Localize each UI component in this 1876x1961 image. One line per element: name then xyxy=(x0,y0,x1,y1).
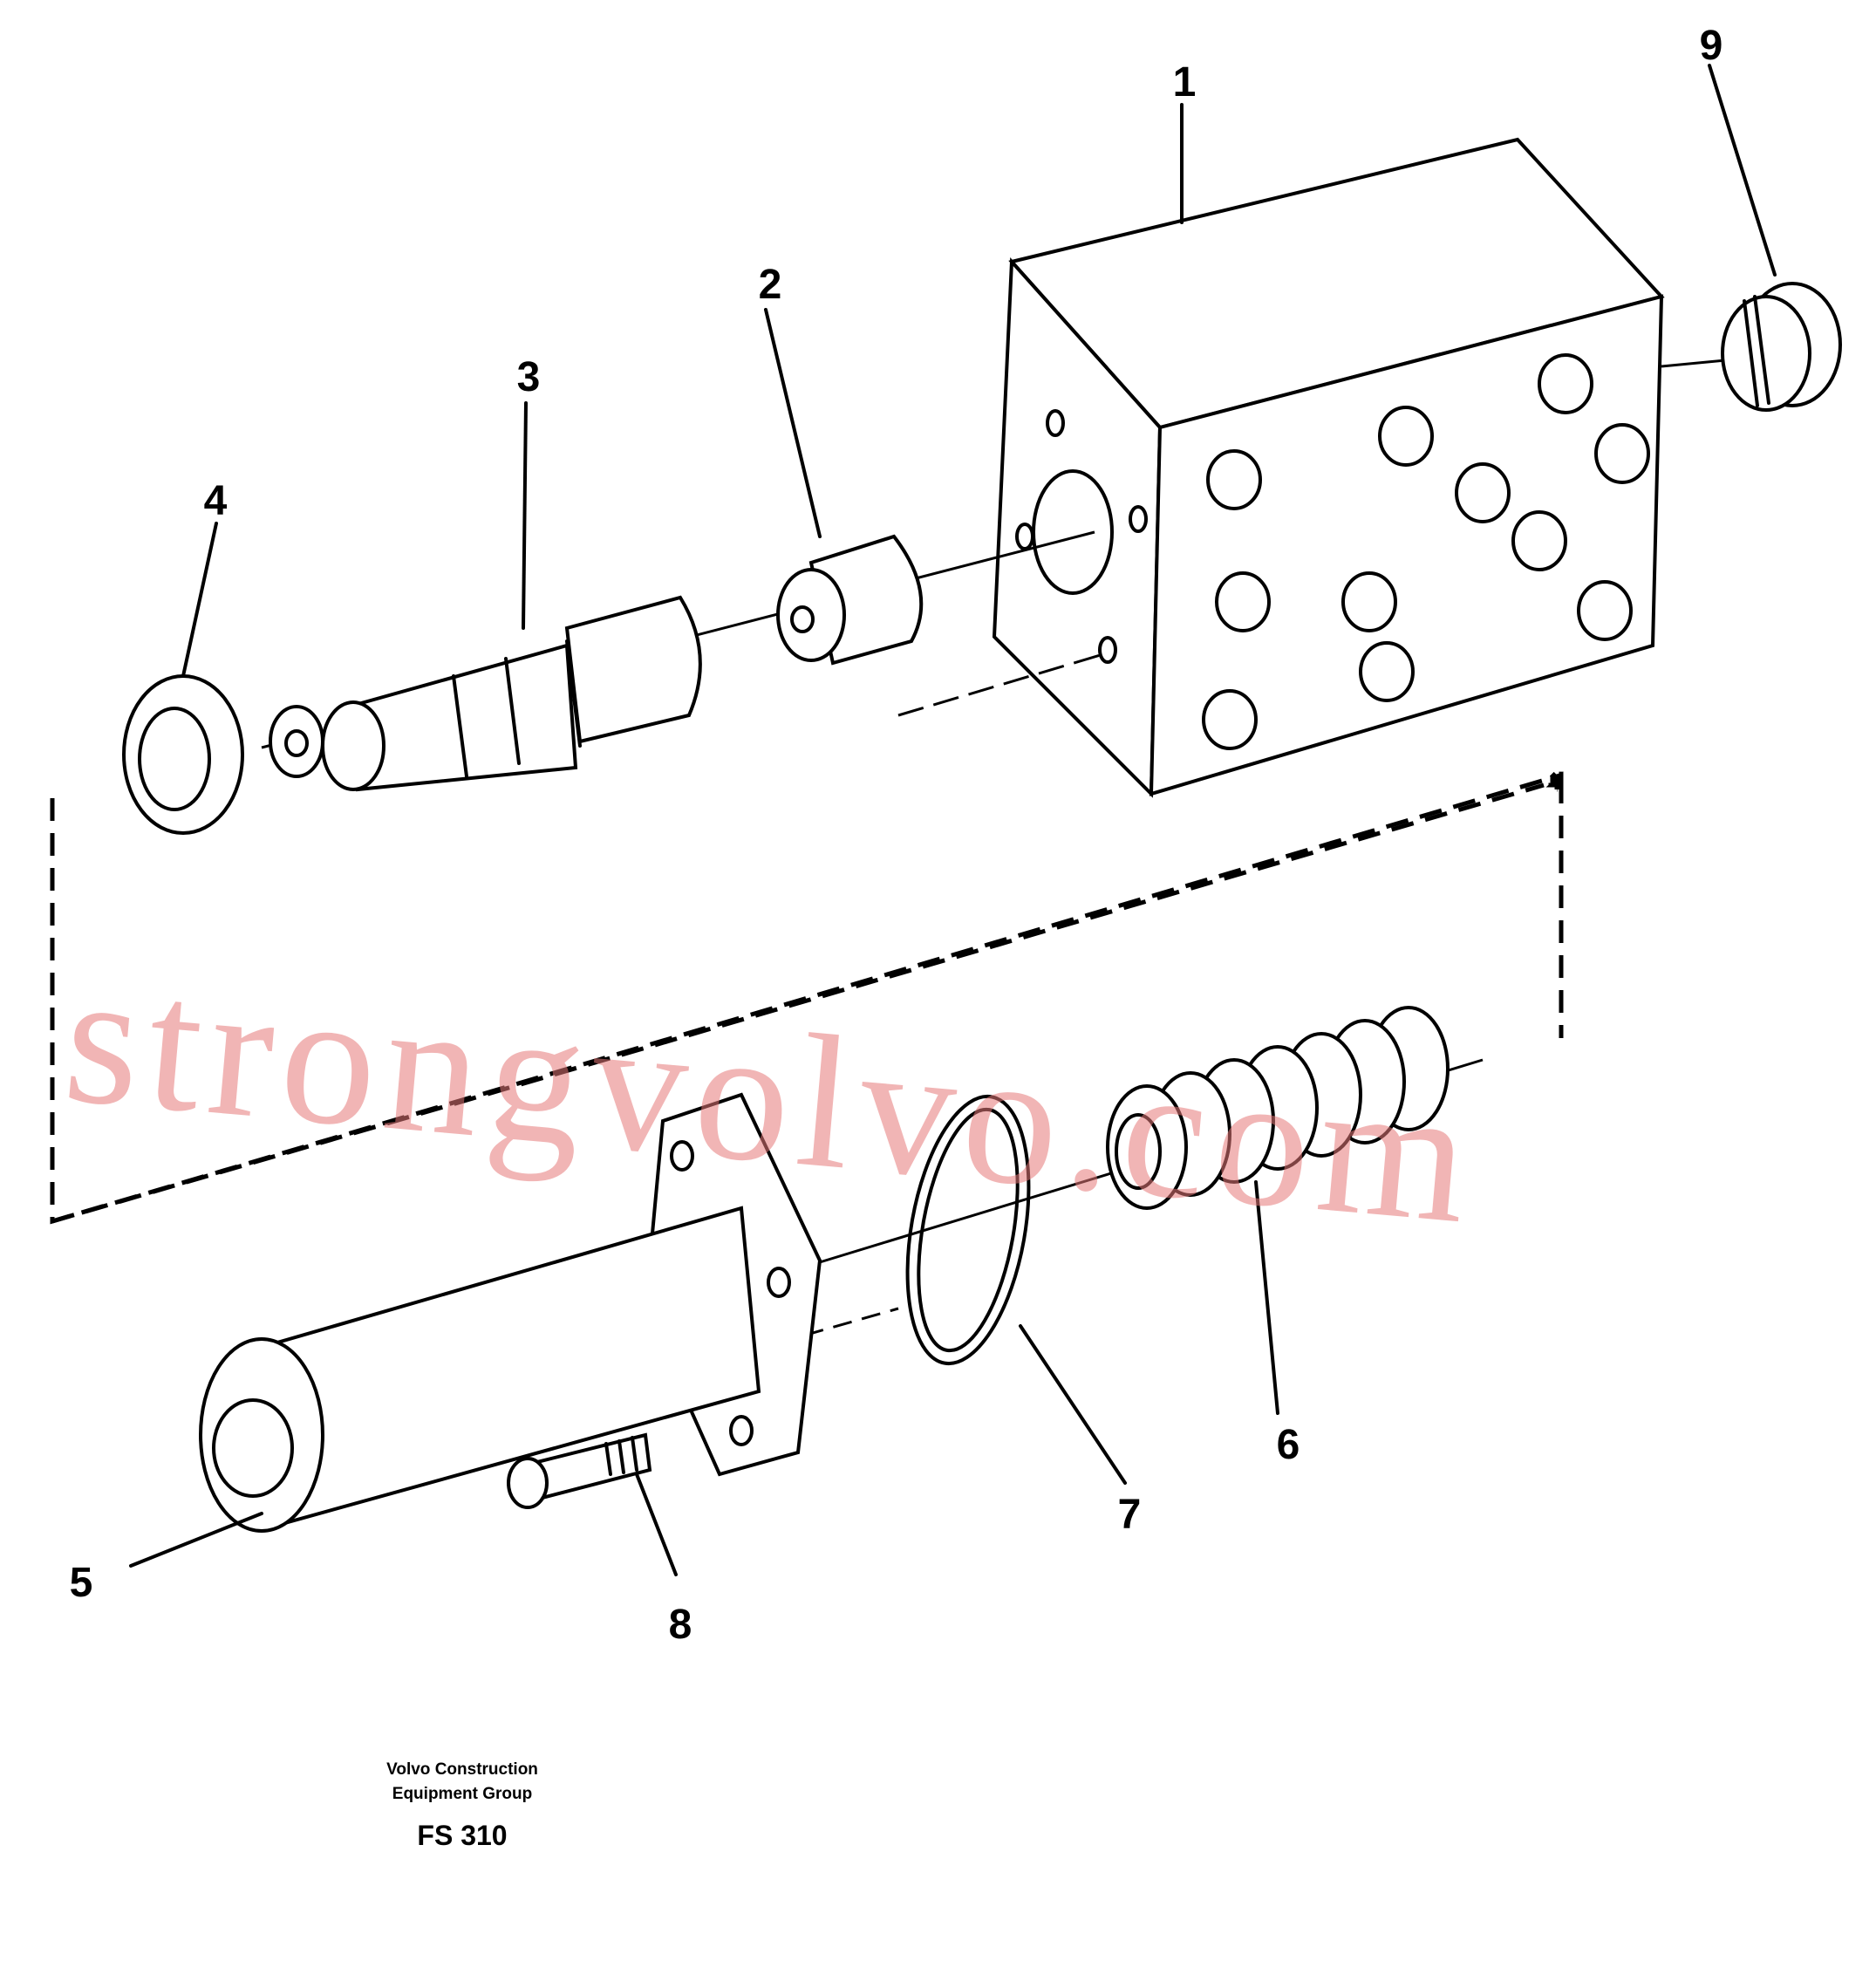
callout-9: 9 xyxy=(1700,23,1723,69)
callout-4: 4 xyxy=(204,478,228,524)
spring-part xyxy=(1106,1006,1450,1210)
footer-company-line1: Volvo Construction xyxy=(386,1760,538,1779)
callout-8: 8 xyxy=(669,1602,692,1648)
callout-5: 5 xyxy=(70,1560,93,1606)
seal-ring-part xyxy=(122,674,244,835)
callout-3: 3 xyxy=(517,354,541,400)
solenoid-part xyxy=(199,1092,822,1533)
threaded-ports xyxy=(1202,353,1650,750)
o-ring-part xyxy=(905,1094,1031,1366)
callout-2: 2 xyxy=(759,262,782,308)
callout-1: 1 xyxy=(1173,59,1197,106)
valve-block-part xyxy=(992,137,1665,798)
spool-part xyxy=(269,595,702,792)
screw-part xyxy=(507,1432,652,1509)
footer-figure-code: FS 310 xyxy=(417,1820,508,1851)
leader-lines xyxy=(129,64,1777,1576)
footer-company-line2: Equipment Group xyxy=(392,1785,533,1803)
callout-6: 6 xyxy=(1277,1422,1300,1468)
plug-part xyxy=(1721,282,1842,412)
piston-part xyxy=(776,534,924,666)
callout-7: 7 xyxy=(1118,1492,1142,1538)
